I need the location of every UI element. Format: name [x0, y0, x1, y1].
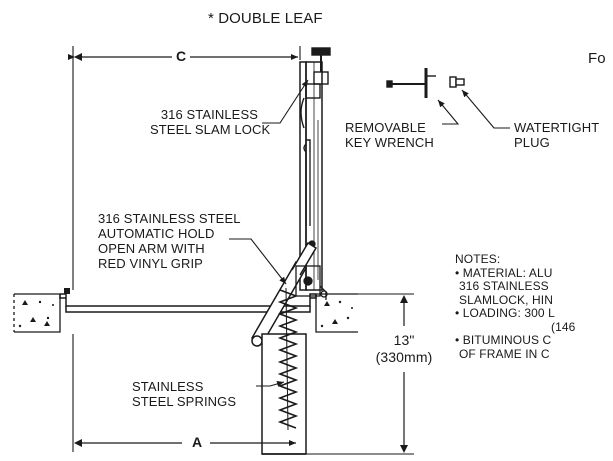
- notes-line: SLAMLOCK, HIN: [459, 292, 553, 307]
- callout-springs: STAINLESS STEEL SPRINGS: [132, 379, 237, 409]
- dimension-c-label: C: [172, 49, 191, 64]
- callout-key-wrench: REMOVABLE KEY WRENCH: [345, 120, 434, 150]
- dimension-depth-label: 13" (330mm): [371, 332, 437, 366]
- dimension-a-line: [74, 439, 296, 447]
- notes-line: • MATERIAL: ALU: [455, 265, 553, 280]
- notes-heading: NOTES:: [455, 252, 501, 266]
- notes-line: 316 STAINLESS: [459, 279, 549, 293]
- callout-slam-lock: 316 STAINLESS STEEL SLAM LOCK: [150, 107, 271, 137]
- depth-imperial: 13": [393, 332, 415, 348]
- hold-open-arm: [250, 241, 318, 347]
- extension-lines: [72, 46, 414, 455]
- concrete-aggregate: [18, 300, 353, 328]
- dimension-c-line: [68, 53, 298, 61]
- leader-lines: [229, 79, 510, 387]
- key-wrench-icon: [386, 68, 436, 98]
- callout-watertight-plug: WATERTIGHT PLUG: [514, 120, 600, 150]
- spring-tube: [261, 333, 307, 455]
- slam-lock: [300, 47, 331, 152]
- callout-hold-open-arm: 316 STAINLESS STEEL AUTOMATIC HOLD OPEN …: [98, 211, 241, 271]
- notes-line: • LOADING: 300 L: [455, 306, 555, 320]
- notes-line: (146: [551, 319, 576, 334]
- concrete-slab-left: [13, 293, 61, 333]
- depth-metric: (330mm): [375, 349, 433, 365]
- notes-line: OF FRAME IN C: [459, 346, 550, 361]
- stainless-steel-springs: [277, 287, 299, 431]
- top-right-label: Fo: [588, 50, 606, 67]
- dimension-a-label: A: [188, 435, 207, 450]
- hinge-assembly: [295, 265, 328, 300]
- page-title: * DOUBLE LEAF: [208, 10, 323, 27]
- dimension-depth-line: [400, 295, 408, 453]
- notes-line: • BITUMINOUS C: [455, 333, 552, 347]
- watertight-plug-icon: [449, 76, 465, 88]
- frame-lip-left: [64, 288, 70, 294]
- notes-block: NOTES: • MATERIAL: ALU 316 STAINLESS SLA…: [455, 252, 576, 361]
